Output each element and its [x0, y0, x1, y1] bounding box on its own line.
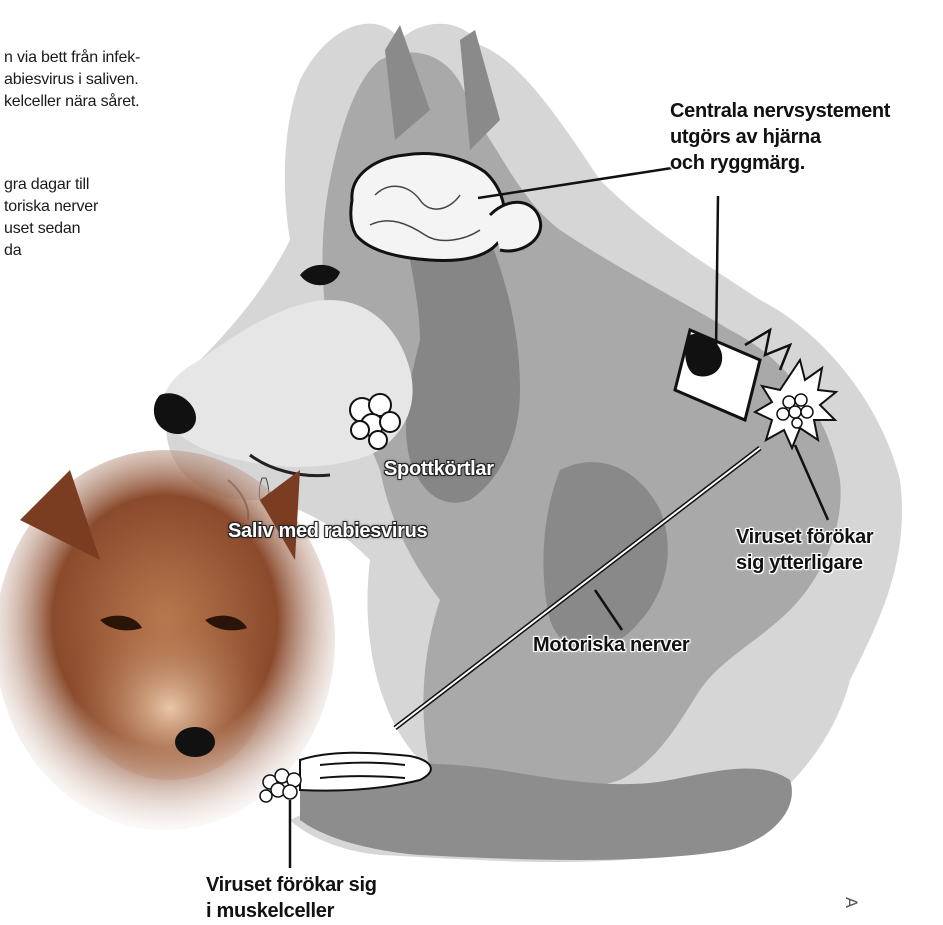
label-salivary-glands: Spottkörtlar	[384, 456, 494, 482]
intro-line: abiesvirus i saliven.	[4, 69, 140, 91]
label-virus-multiplies-further: Viruset förökar sig ytterligare	[736, 524, 873, 576]
label-line: Viruset förökar sig	[206, 872, 377, 898]
label-virus-muscle-cells: Viruset förökar sig i muskelceller	[206, 872, 377, 924]
label-saliva-rabies: Saliv med rabiesvirus	[228, 518, 427, 544]
label-line: Centrala nervsystement	[670, 98, 890, 124]
intro-line: kelceller nära såret.	[4, 91, 140, 113]
label-line: och ryggmärg.	[670, 150, 890, 176]
label-line: utgörs av hjärna	[670, 124, 890, 150]
intro-line: da	[4, 240, 98, 262]
label-line: Motoriska nerver	[533, 634, 689, 656]
intro-line: toriska nerver	[4, 196, 98, 218]
label-line: sig ytterligare	[736, 550, 873, 576]
corner-mark: A	[842, 897, 861, 908]
intro-text-block-2: gra dagar till toriska nerver uset sedan…	[4, 174, 98, 262]
label-line: Viruset förökar	[736, 524, 873, 550]
label-line: i muskelceller	[206, 898, 377, 924]
label-central-nervous-system: Centrala nervsystement utgörs av hjärna …	[670, 98, 890, 176]
intro-text-block-1: n via bett från infek- abiesvirus i sali…	[4, 47, 140, 113]
label-line: Spottkörtlar	[384, 458, 494, 480]
intro-line: n via bett från infek-	[4, 47, 140, 69]
label-line: Saliv med rabiesvirus	[228, 520, 427, 542]
label-motor-nerves: Motoriska nerver	[533, 632, 689, 658]
intro-line: gra dagar till	[4, 174, 98, 196]
intro-line: uset sedan	[4, 218, 98, 240]
